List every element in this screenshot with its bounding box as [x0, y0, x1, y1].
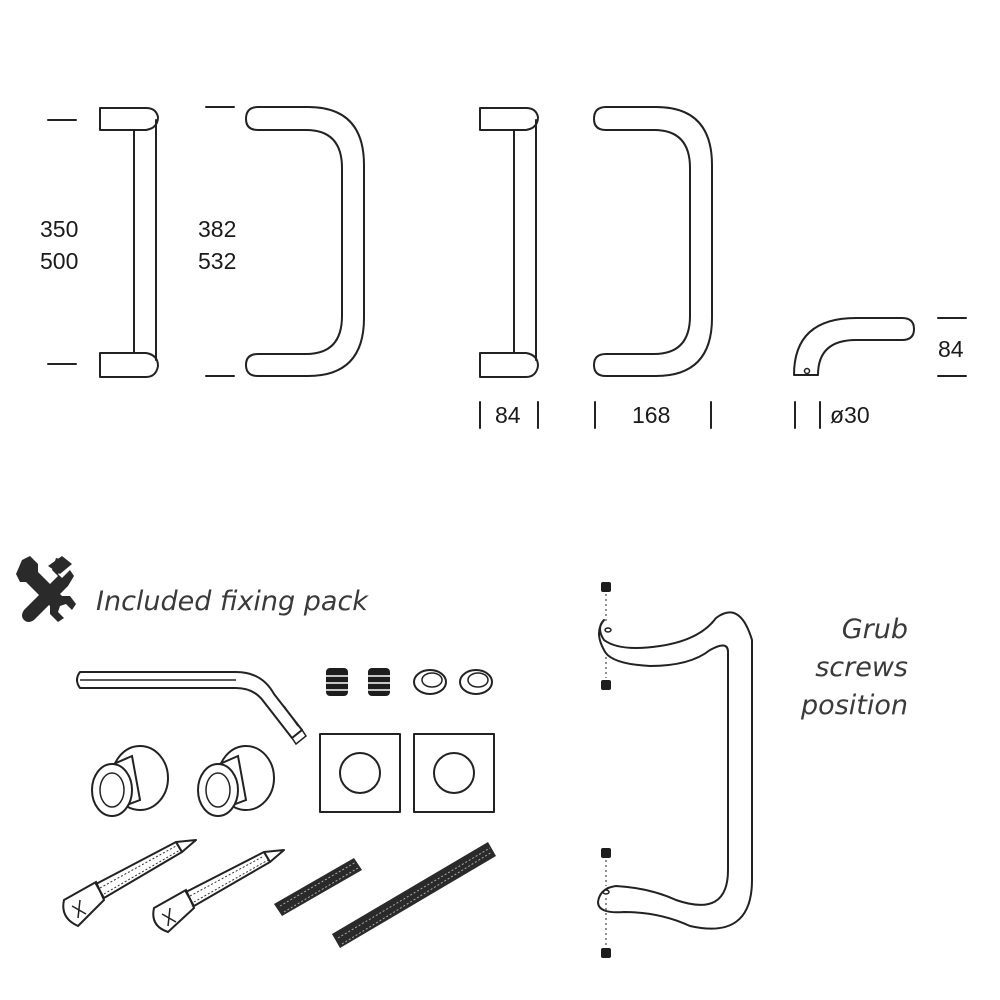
grub-screw-1 [326, 668, 348, 696]
handle-leg-profile: ø30 84 [793, 317, 967, 429]
spacer-bush-2 [197, 745, 275, 817]
wood-screw-2 [152, 849, 285, 934]
straight-handle-width-view: 84 [479, 107, 539, 429]
grub-screw-2 [368, 668, 390, 696]
tools-icon [16, 556, 76, 622]
grub-label-line3: position [800, 690, 908, 721]
width-label-84: 84 [495, 402, 521, 428]
height-label-350: 350 [40, 216, 78, 242]
end-cap-1 [413, 669, 447, 695]
grub-label-line1: Grub [842, 614, 908, 645]
wood-screw-1 [62, 839, 197, 928]
diameter-label: ø30 [830, 402, 870, 428]
threaded-bar-short [274, 858, 362, 916]
offset-handle-side-view: 382 532 [198, 106, 365, 377]
height-label-500: 500 [40, 248, 78, 274]
fixing-pack-title: Included fixing pack [96, 586, 369, 617]
square-rose-1 [319, 733, 401, 813]
height-label-382: 382 [198, 216, 236, 242]
allen-key [76, 671, 308, 746]
height-label-532: 532 [198, 248, 236, 274]
grub-label-line2: screws [815, 652, 908, 683]
square-rose-2 [413, 733, 495, 813]
straight-handle-side-view: 350 500 [40, 107, 159, 378]
projection-label-84: 84 [938, 336, 964, 362]
offset-handle-width-view: 168 [593, 106, 713, 429]
width-label-168: 168 [632, 402, 670, 428]
grub-screw-position-drawing [597, 582, 753, 958]
spacer-bush-1 [91, 745, 169, 817]
threaded-bar-long [332, 842, 496, 948]
end-cap-2 [459, 669, 493, 695]
